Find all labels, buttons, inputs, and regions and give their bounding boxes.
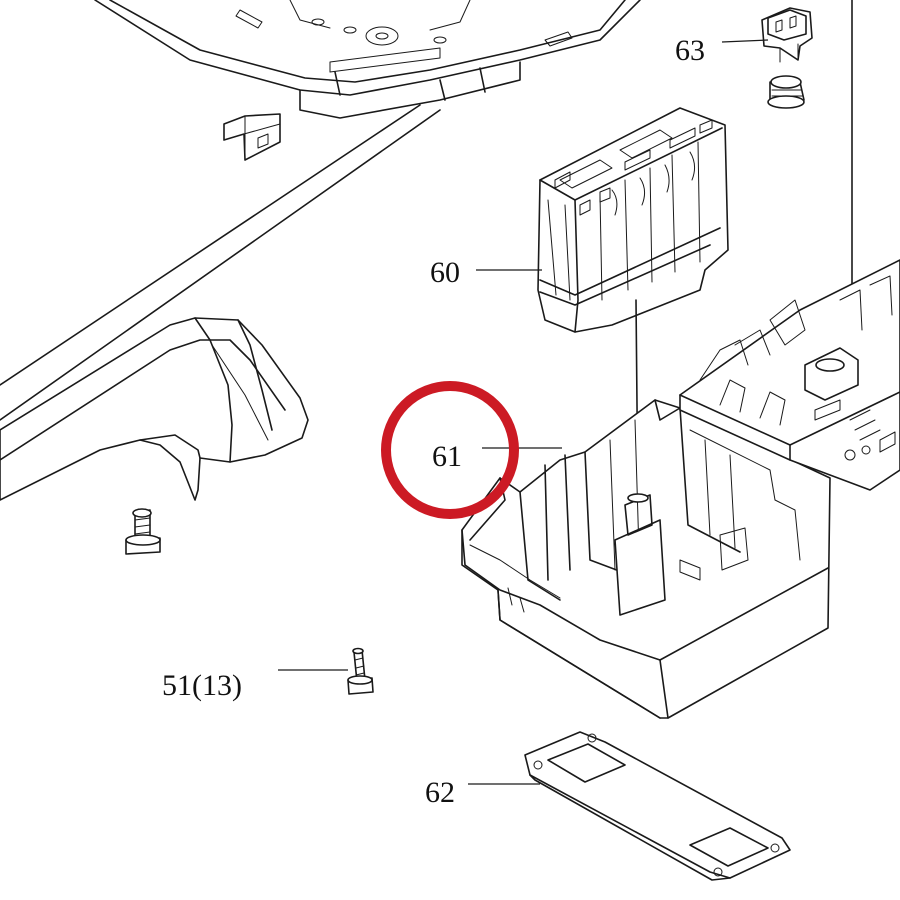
controller-board — [679, 259, 900, 491]
frame-rails — [0, 104, 441, 421]
battery-pack-60 — [537, 107, 729, 333]
label-51: 51(13) — [162, 669, 242, 702]
small-clip — [223, 113, 281, 161]
screw-51 — [347, 647, 374, 695]
leader-lines — [278, 39, 769, 785]
leader-63 — [721, 39, 769, 43]
label-62: 62 — [425, 776, 455, 809]
label-61: 61 — [432, 440, 462, 473]
top-housing — [94, 0, 641, 119]
cap-part — [767, 75, 805, 109]
highlight-circle — [381, 381, 519, 519]
part-labels: 63 60 61 51(13) 62 — [162, 34, 705, 809]
battery-box-61 — [461, 399, 831, 719]
label-63: 63 — [675, 34, 705, 67]
mounting-plate-62 — [524, 731, 791, 881]
label-60: 60 — [430, 256, 460, 289]
connector-63 — [761, 7, 813, 63]
bolt-left — [125, 508, 161, 555]
handle-part — [0, 317, 309, 501]
